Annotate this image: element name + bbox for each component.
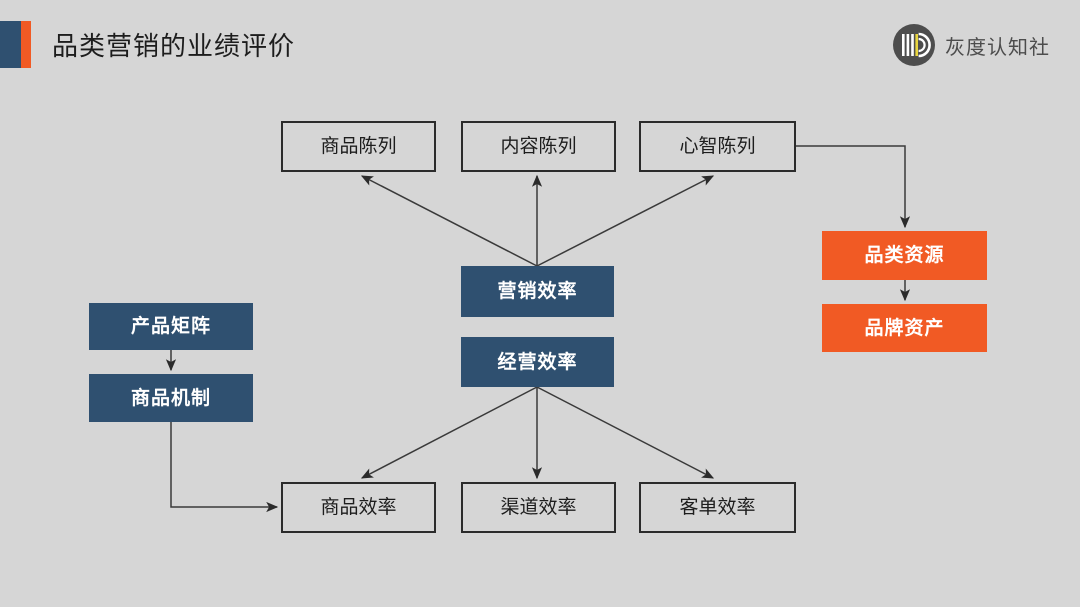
edge-product-mech-to-merch-eff	[170, 422, 279, 513]
node-label: 渠道效率	[500, 497, 577, 518]
node-mind-display[interactable]: 心智陈列	[639, 121, 796, 172]
node-label: 商品效率	[320, 497, 397, 518]
node-label: 经营效率	[497, 351, 578, 373]
node-label: 品牌资产	[864, 317, 945, 339]
brand-logo: 灰度认知社	[892, 23, 1050, 67]
node-category-resource[interactable]: 品类资源	[822, 231, 987, 280]
edge-mind-display-to-category-res	[796, 145, 911, 229]
node-label: 营销效率	[497, 281, 578, 302]
brand-logo-text: 灰度认知社	[945, 36, 1050, 59]
node-order-efficiency[interactable]: 客单效率	[639, 482, 796, 533]
hd-circle-logo-icon	[893, 24, 935, 66]
edge-operating-to-merch-eff	[360, 386, 538, 479]
edge-operating-to-order-eff	[536, 386, 715, 479]
node-brand-asset[interactable]: 品牌资产	[822, 304, 987, 352]
edge-marketing-to-merch-display	[360, 175, 538, 267]
node-product-matrix[interactable]: 产品矩阵	[89, 303, 253, 350]
title-accent-navy	[0, 21, 21, 68]
node-channel-efficiency[interactable]: 渠道效率	[461, 482, 616, 533]
title-accent-orange	[21, 21, 31, 68]
node-content-display[interactable]: 内容陈列	[461, 121, 616, 172]
node-label: 客单效率	[679, 497, 756, 518]
node-merchandise-efficiency[interactable]: 商品效率	[281, 482, 436, 533]
node-label: 商品机制	[130, 387, 211, 409]
node-label: 心智陈列	[679, 136, 756, 157]
page-title: 品类营销的业绩评价	[52, 31, 296, 61]
node-label: 产品矩阵	[130, 316, 211, 337]
node-merch-display[interactable]: 商品陈列	[281, 121, 436, 172]
node-label: 商品陈列	[320, 136, 397, 157]
edge-marketing-to-mind-display	[536, 175, 715, 267]
node-product-mechanism[interactable]: 商品机制	[89, 374, 253, 422]
node-label: 品类资源	[864, 245, 945, 266]
node-label: 内容陈列	[500, 136, 577, 157]
node-operating-efficiency[interactable]: 经营效率	[461, 337, 614, 387]
node-marketing-efficiency[interactable]: 营销效率	[461, 266, 614, 317]
